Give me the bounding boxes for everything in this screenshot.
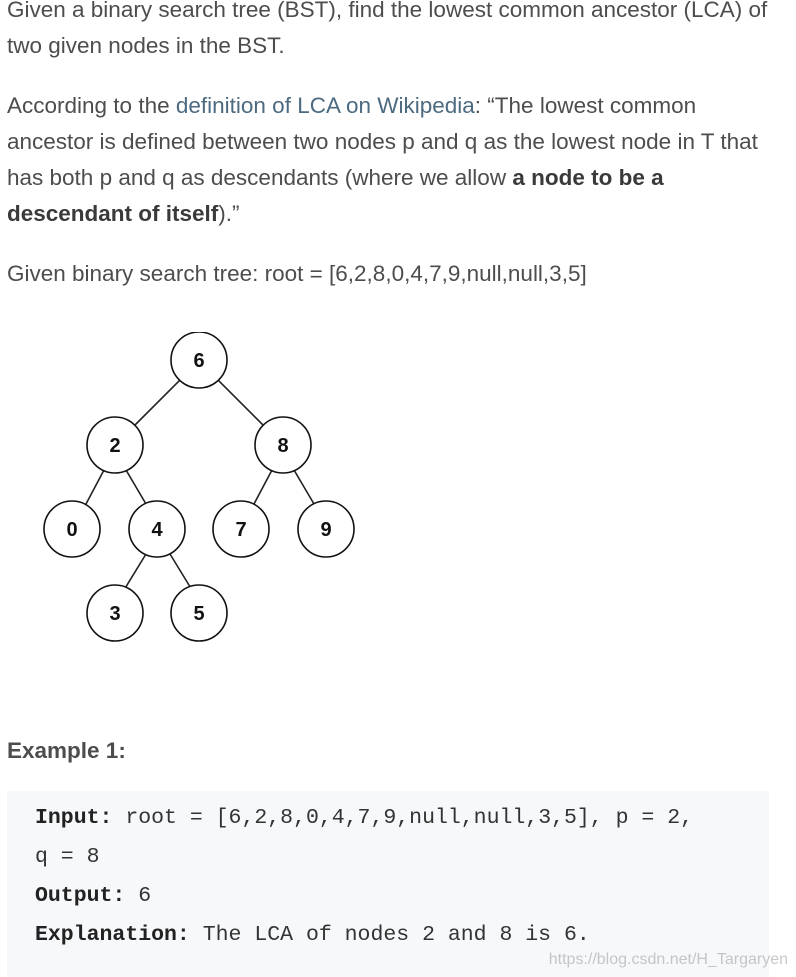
output-line: Output: 6 bbox=[35, 877, 769, 916]
node-label: 9 bbox=[320, 519, 331, 541]
definition-quote: : “The lowest common ancestor is defined… bbox=[7, 93, 758, 190]
example-title: Example 1: bbox=[7, 738, 126, 763]
tree-node: 5 bbox=[170, 584, 228, 642]
edge-8-7 bbox=[253, 469, 273, 505]
tree-node: 0 bbox=[43, 500, 101, 558]
tree-node: 9 bbox=[297, 500, 355, 558]
tree-node: 6 bbox=[170, 332, 228, 389]
explanation-label: Explanation: bbox=[35, 923, 190, 947]
edge-6-8 bbox=[217, 379, 265, 427]
edge-4-3 bbox=[123, 553, 147, 591]
node-label: 2 bbox=[109, 435, 120, 457]
definition-prefix: According to the bbox=[7, 93, 176, 118]
node-label: 6 bbox=[193, 350, 204, 372]
tree-caption: Given binary search tree: root = [6,2,8,… bbox=[7, 261, 587, 286]
output-value: 6 bbox=[125, 884, 152, 908]
edge-6-2 bbox=[133, 379, 181, 427]
wikipedia-link[interactable]: definition of LCA on Wikipedia bbox=[175, 93, 475, 118]
bst-diagram: 6 2 8 0 4 7 9 3 5 bbox=[43, 332, 355, 642]
edge-4-5 bbox=[169, 553, 193, 591]
edge-2-0 bbox=[85, 469, 105, 505]
edge-2-4 bbox=[125, 469, 147, 505]
tree-node: 2 bbox=[86, 416, 144, 474]
node-label: 0 bbox=[66, 519, 77, 541]
explanation-value: The LCA of nodes 2 and 8 is 6. bbox=[189, 923, 590, 947]
tree-node: 8 bbox=[254, 416, 312, 474]
example-code-block: Input: root = [6,2,8,0,4,7,9,null,null,3… bbox=[7, 791, 769, 977]
tree-node: 3 bbox=[86, 584, 144, 642]
node-label: 3 bbox=[109, 603, 120, 625]
input-line-cont: q = 8 bbox=[35, 845, 100, 869]
tree-node: 7 bbox=[212, 500, 270, 558]
problem-intro: Given a binary search tree (BST), find t… bbox=[7, 0, 768, 58]
edge-8-9 bbox=[293, 469, 315, 505]
input-label: Input: bbox=[35, 806, 113, 830]
tree-node: 4 bbox=[128, 500, 186, 558]
watermark: https://blog.csdn.net/H_Targaryen bbox=[548, 951, 788, 968]
lca-definition: According to the definition of LCA on Wi… bbox=[7, 88, 787, 232]
definition-bold: a node to be a descendant of itself bbox=[7, 165, 664, 226]
explanation-line: Explanation: The LCA of nodes 2 and 8 is… bbox=[35, 916, 769, 955]
node-label: 7 bbox=[235, 519, 246, 541]
input-value: root = [6,2,8,0,4,7,9,null,null,3,5], p … bbox=[112, 806, 694, 830]
node-label: 8 bbox=[277, 435, 288, 457]
input-line: Input: root = [6,2,8,0,4,7,9,null,null,3… bbox=[35, 799, 769, 838]
definition-quote-end: ).” bbox=[218, 201, 240, 226]
node-label: 5 bbox=[193, 603, 204, 625]
node-label: 4 bbox=[151, 519, 163, 541]
output-label: Output: bbox=[35, 884, 126, 908]
